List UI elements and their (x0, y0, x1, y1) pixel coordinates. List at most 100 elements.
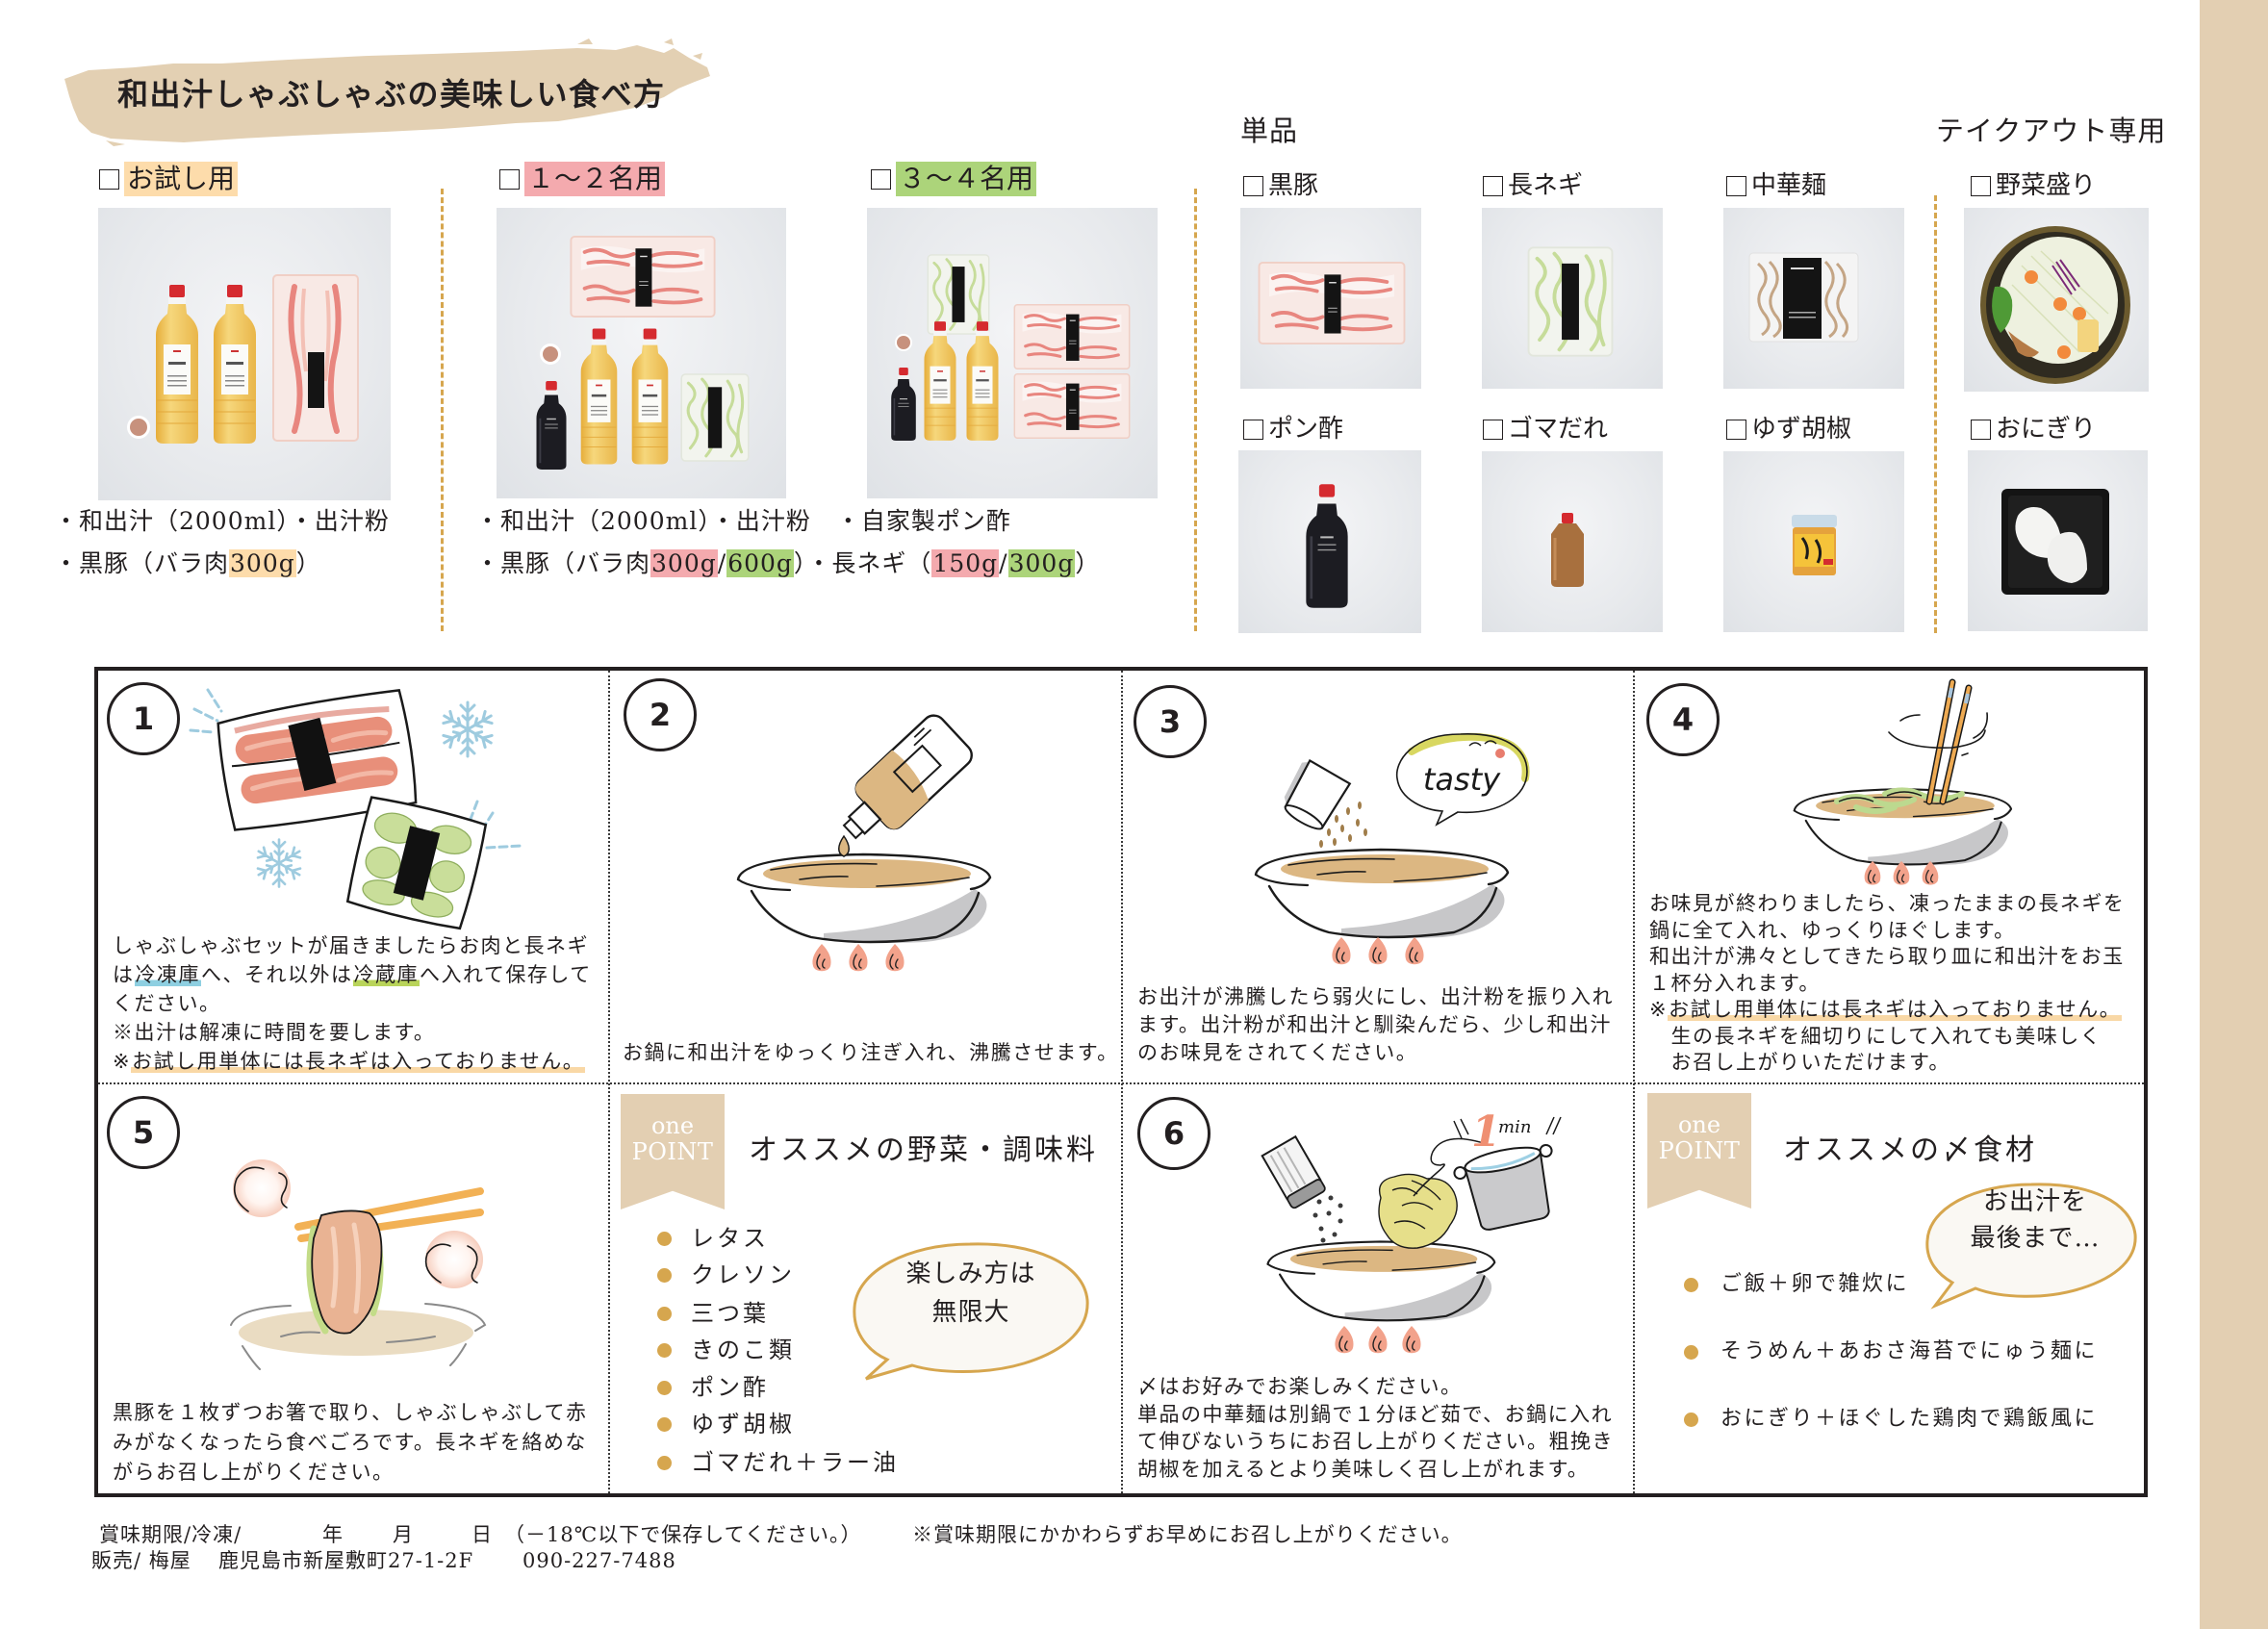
pork-amount-1-2: 300g (650, 549, 718, 577)
checkbox[interactable] (1971, 175, 1991, 196)
item-option-onigiri[interactable]: おにぎり (1971, 414, 2096, 445)
step-number-badge: 3 (1134, 685, 1207, 758)
stirring-negi-illustration (1793, 678, 2013, 886)
set-option-trial[interactable]: お試し用 (99, 162, 239, 196)
seller-address: 鹿児島市新屋敷町27-1-2F (218, 1549, 474, 1572)
step-text-line: しゃぶしゃぶセットが届きましたらお肉と長ネギ (113, 934, 589, 957)
checkbox[interactable] (871, 168, 891, 190)
note-mark: ※ (113, 1050, 132, 1073)
checkbox[interactable] (1243, 419, 1263, 440)
flame-icon (1401, 1325, 1422, 1354)
step-text-line: 和出汁が沸々としてきたら取り皿に和出汁をお玉 (1649, 945, 2125, 968)
freezer-underlined: 冷凍庫 (134, 963, 201, 986)
fridge-underlined: 冷蔵庫 (352, 963, 420, 986)
step-text-line: ます。出汁粉が和出汁と馴染んだら、少し和出汁 (1137, 1013, 1612, 1036)
text: ・黒豚（バラ肉 (54, 549, 230, 577)
bullet-dot-icon (657, 1267, 672, 1283)
noodles-illustration: 1 min (1261, 1107, 1562, 1354)
list-item-label: ゴマだれ＋ラー油 (691, 1449, 899, 1476)
pork-amount-3-4: 600g (726, 549, 794, 577)
single-items-heading: 単品 (1240, 115, 1299, 147)
checkbox[interactable] (1483, 175, 1503, 196)
item-option-yasai-mori[interactable]: 野菜盛り (1971, 170, 2096, 201)
step-1-cell: 1 しゃぶしゃぶセットが届きましたらお肉と長ネギ は冷凍庫へ、それ以外は冷蔵庫へ… (98, 671, 608, 1082)
one-point-heading: オススメの野菜・調味料 (749, 1133, 1098, 1167)
section-divider (441, 189, 444, 631)
checkbox[interactable] (1483, 419, 1503, 440)
bullet-dot-icon (657, 1342, 672, 1358)
item-label: ゴマだれ (1508, 415, 1609, 444)
checkbox[interactable] (1971, 419, 1991, 440)
list-item-label: レタス (691, 1225, 769, 1252)
step-number-badge: 6 (1137, 1097, 1210, 1170)
checkbox[interactable] (1243, 175, 1263, 196)
snowflake-icon (254, 838, 304, 888)
item-option-chukamen[interactable]: 中華麺 (1726, 170, 1826, 201)
pot-icon (736, 853, 992, 945)
section-divider (1194, 189, 1197, 631)
family-contents-line-2: ・黒豚（バラ肉300g/600g）・長ネギ（150g/300g） (475, 547, 1100, 580)
boiling-pot-icon (1453, 1144, 1553, 1231)
item-label: 長ネギ (1508, 171, 1584, 200)
item-label: 黒豚 (1268, 171, 1319, 200)
item-option-naganegi[interactable]: 長ネギ (1483, 170, 1583, 201)
set-option-3-4-people[interactable]: ３～４名用 (871, 162, 1037, 196)
set-option-1-2-people[interactable]: １～２名用 (499, 162, 666, 196)
expiry-month-label: 月 (393, 1523, 414, 1546)
trial-note-underlined: お試し用単体には長ネギは入っておりません。 (131, 1050, 586, 1073)
cell-divider (1633, 671, 1635, 1493)
step-number-badge: 1 (107, 682, 180, 755)
seller-phone: 090-227-7488 (522, 1549, 676, 1572)
text: ） (1075, 549, 1101, 577)
chopsticks-icon (1925, 678, 1973, 805)
checkbox[interactable] (1726, 175, 1746, 196)
step-text-line: お召し上がりいただけます。 (1649, 1051, 1950, 1074)
bottle-icon (842, 714, 973, 840)
chukamen-photo (1723, 208, 1904, 389)
checkbox[interactable] (1726, 419, 1746, 440)
flame-icon (1367, 936, 1389, 965)
flame-icon (1331, 936, 1352, 965)
step-text-line: がらお召し上がりください。 (113, 1461, 395, 1484)
step-4-text: お味見が終わりましたら、凍ったままの長ネギを 鍋に全て入れ、ゆっくりほぐします。… (1649, 891, 2125, 1077)
text: へ入れて保存して (420, 963, 592, 986)
flame-icon (848, 943, 869, 972)
trial-contents-line-1: ・和出汁（2000ml）・出汁粉 (54, 507, 390, 535)
storage-instruction: （－18℃以下で保存してください。） (504, 1523, 862, 1546)
trial-set-photo (98, 208, 391, 500)
row-divider (98, 1082, 2144, 1084)
checkbox[interactable] (99, 168, 119, 190)
cell-divider (608, 671, 610, 1493)
flame-icon (884, 943, 905, 972)
list-item-label: 三つ葉 (691, 1300, 769, 1327)
expiry-day-label: 日 (471, 1523, 493, 1546)
item-option-ponzu[interactable]: ポン酢 (1243, 414, 1343, 445)
badge-bottom-text: POINT (1658, 1137, 1741, 1164)
pouring-dashi-illustration (736, 714, 992, 972)
timer-number: 1 (1471, 1107, 1501, 1157)
item-option-goma-dare[interactable]: ゴマだれ (1483, 414, 1608, 445)
flame-icon (1404, 936, 1425, 965)
text: ・黒豚（バラ肉 (475, 549, 651, 577)
naganegi-photo (1482, 208, 1663, 389)
list-item: ポン酢 (657, 1371, 769, 1404)
list-item: ゆず胡椒 (657, 1408, 795, 1440)
item-option-yuzu-kosho[interactable]: ゆず胡椒 (1726, 414, 1851, 445)
item-option-kurobuta[interactable]: 黒豚 (1243, 170, 1318, 201)
step-text-line: みがなくなったら食べごろです。長ネギを絡めな (113, 1431, 587, 1454)
checkbox[interactable] (499, 168, 520, 190)
speech-bubble (1925, 1183, 2137, 1310)
step-5-cell: 5 黒豚を１枚ずつお箸で取り、しゃぶしゃぶして赤 みがなくなったら食べごろです。… (98, 1084, 608, 1493)
badge-top-text: one (1677, 1111, 1721, 1138)
badge-bottom-text: POINT (631, 1138, 714, 1165)
cell-divider (1121, 671, 1123, 1493)
step-text-line: 鍋に全て入れ、ゆっくりほぐします。 (1649, 918, 2016, 942)
step-text-line: ください。 (113, 992, 221, 1015)
yasai-mori-photo (1964, 208, 2149, 392)
step-number-badge: 4 (1646, 683, 1720, 756)
step-3-text: お出汁が沸騰したら弱火にし、出汁粉を振り入れ ます。出汁粉が和出汁と馴染んだら、… (1137, 983, 1614, 1067)
pot-icon (1254, 848, 1510, 940)
item-label: 中華麺 (1751, 171, 1827, 200)
snowflake-icon (439, 700, 497, 758)
bullet-dot-icon (657, 1380, 672, 1395)
